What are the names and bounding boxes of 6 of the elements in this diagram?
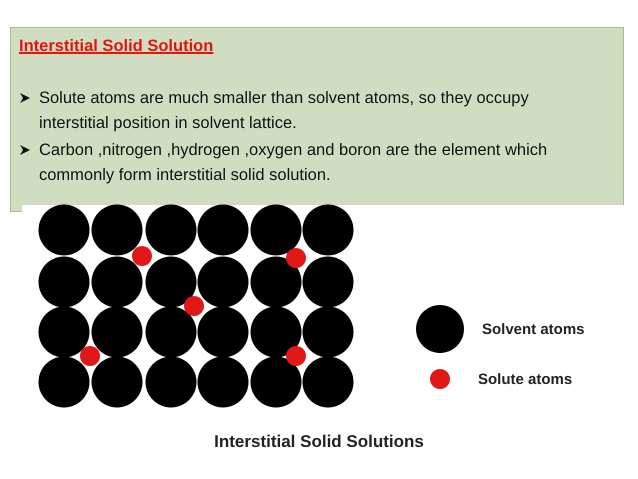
bullet-text: Carbon ,nitrogen ,hydrogen ,oxygen and boron are the element which commonly form interstitial solid solution. bbox=[39, 140, 548, 186]
legend-text: Solvent atoms bbox=[482, 320, 585, 338]
bullet-text: Solute atoms are much smaller than solvent atoms, so they occupy interstitial position in solvent lattice. bbox=[39, 88, 530, 134]
figure-caption: Interstitial Solid Solutions bbox=[213, 432, 425, 452]
legend-text: Solute atoms bbox=[478, 370, 572, 388]
slide-title: Interstitial Solid Solution bbox=[19, 37, 214, 56]
